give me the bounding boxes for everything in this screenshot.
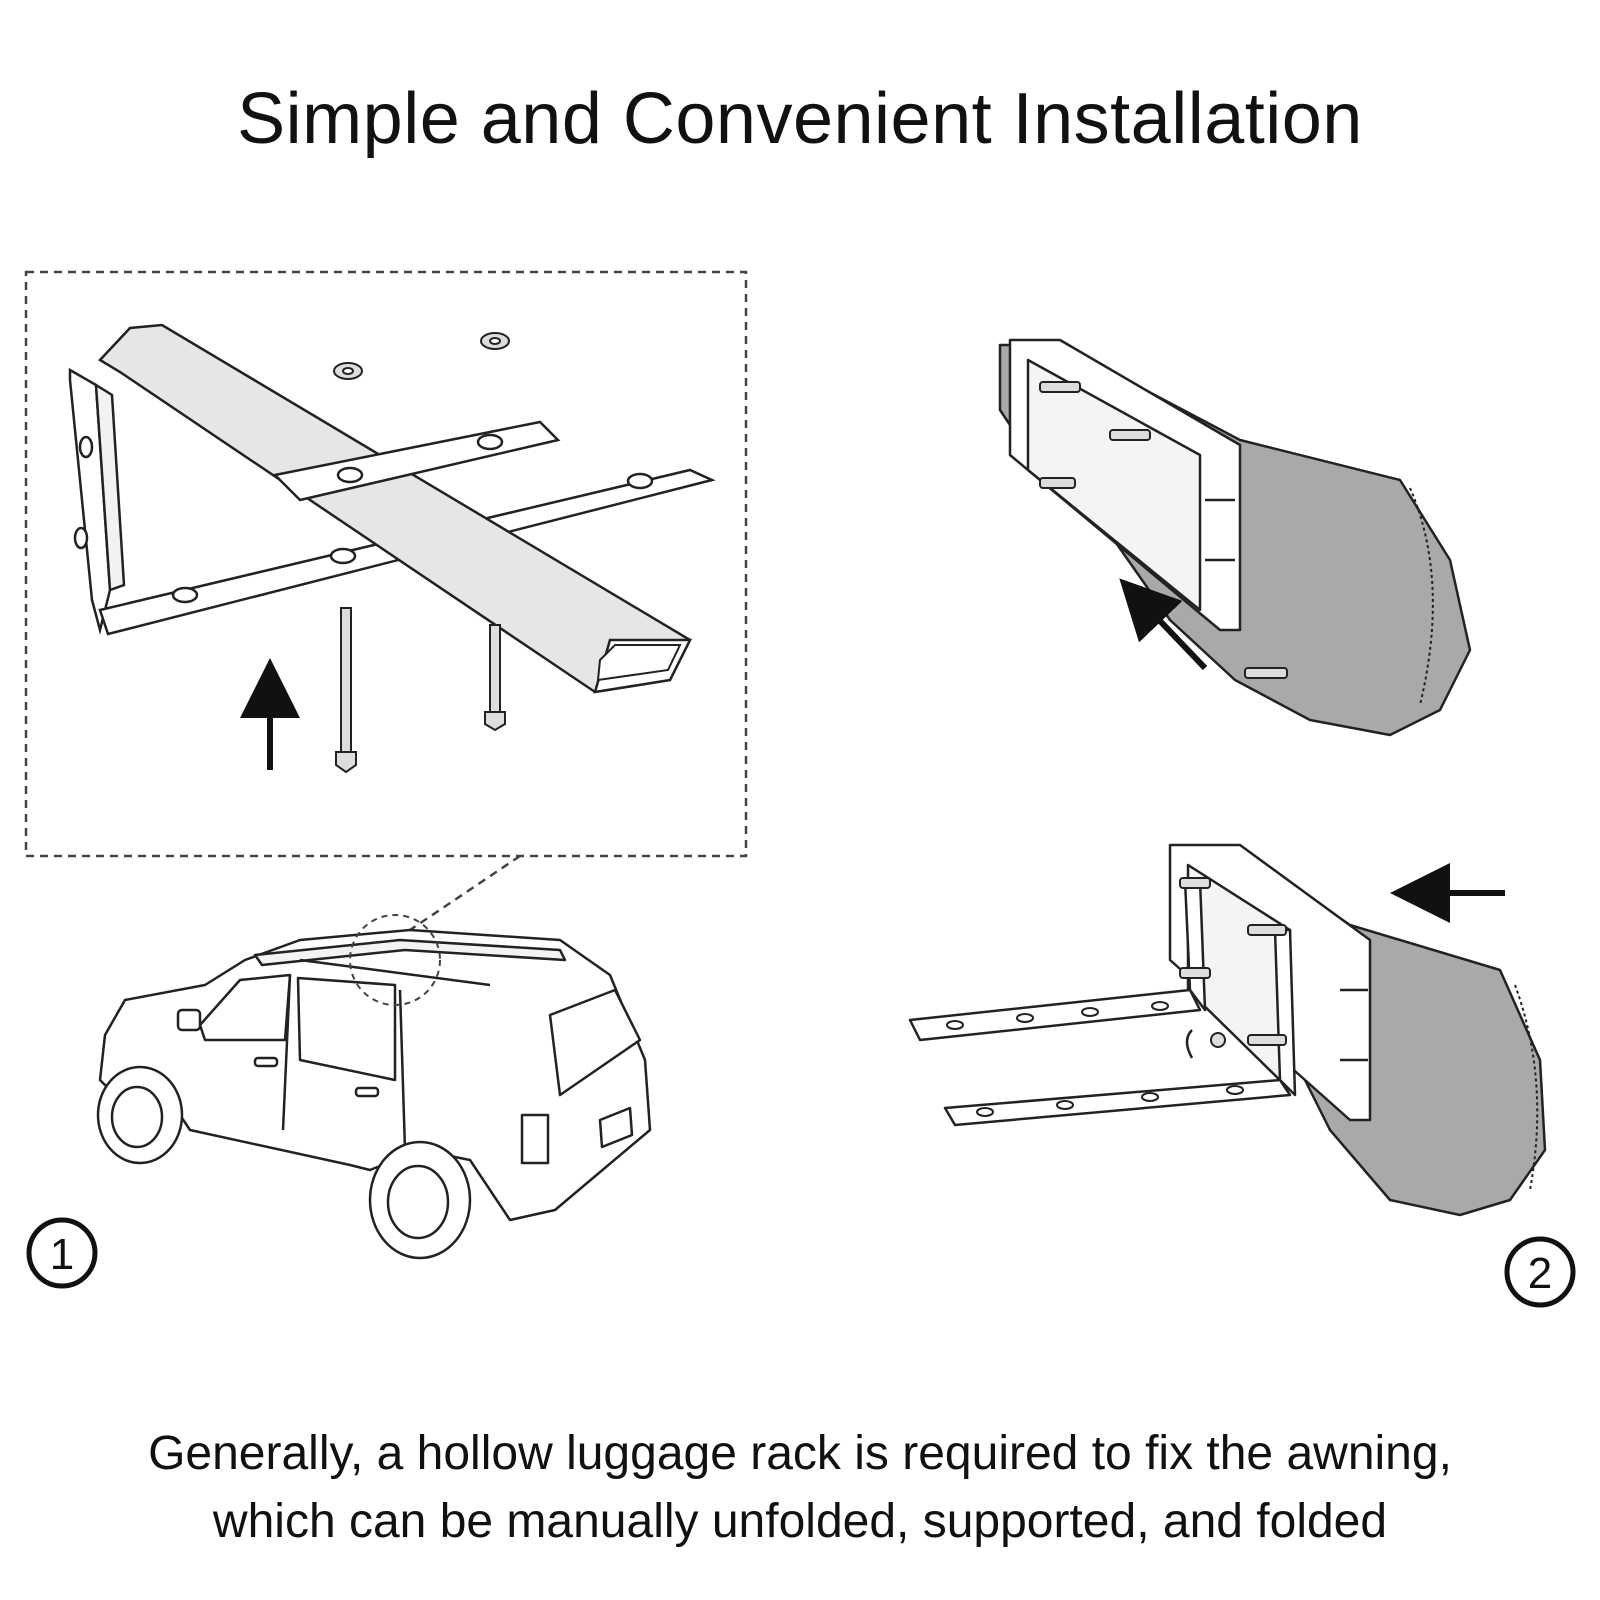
detail-connector-line — [409, 854, 521, 932]
step-2-badge: 2 — [1504, 1236, 1576, 1308]
step-2-number: 2 — [1528, 1249, 1552, 1298]
suv-car — [96, 914, 652, 1260]
diagonal-arrow-icon — [1119, 578, 1208, 671]
mounting-detail-panel — [24, 270, 748, 858]
nut-icon — [333, 332, 510, 380]
caption-line-1: Generally, a hollow luggage rack is requ… — [148, 1427, 1452, 1480]
step-1-number: 1 — [50, 1230, 74, 1279]
awning-rail-assembly — [998, 338, 1472, 737]
step-1-badge: 1 — [26, 1217, 98, 1289]
clamp-plate — [272, 420, 561, 502]
caption-line-2: which can be manually unfolded, supporte… — [212, 1495, 1388, 1548]
detail-dashed-frame — [24, 270, 748, 858]
caption: Generally, a hollow luggage rack is requ… — [0, 1420, 1600, 1556]
roof-rail-bar — [98, 323, 693, 694]
bolt-icon — [335, 607, 506, 774]
page-title: Simple and Convenient Installation — [237, 79, 1363, 159]
awning-bracket-assembly — [908, 843, 1547, 1217]
